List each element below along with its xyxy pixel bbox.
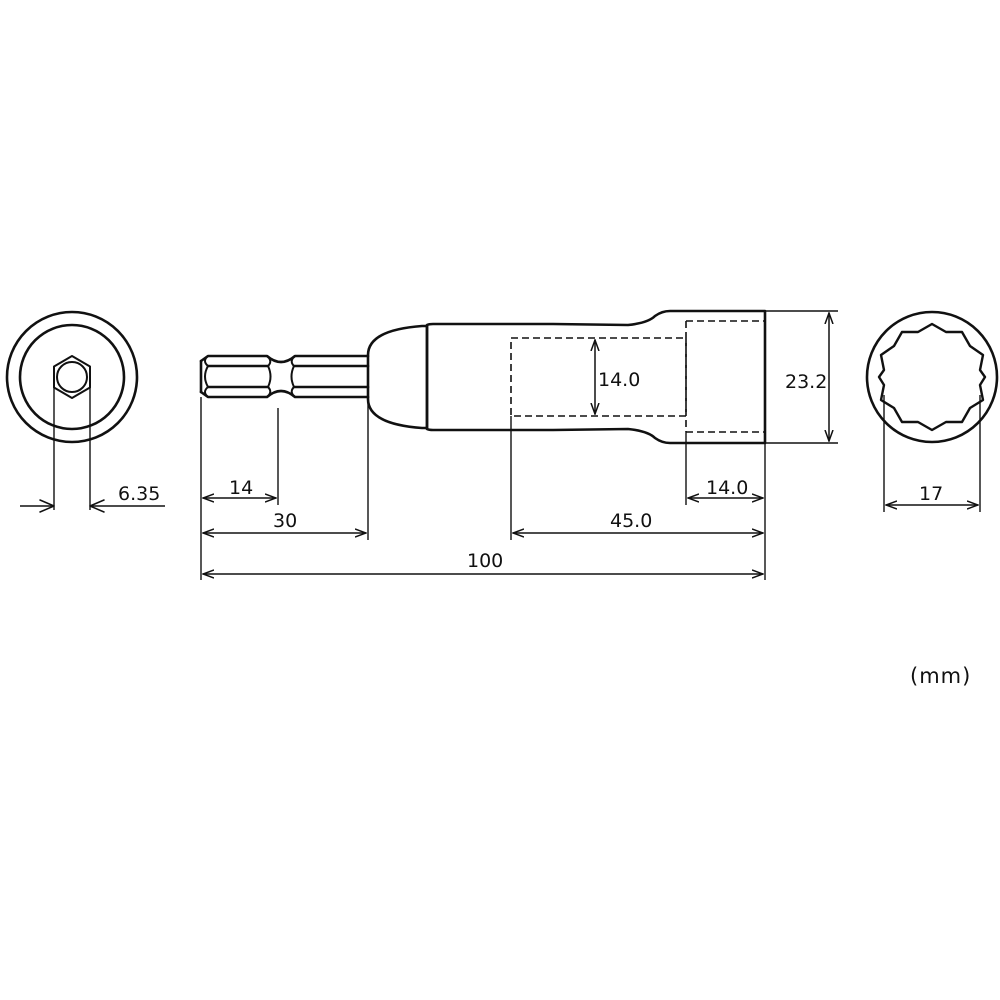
dim-bore-diameter: 14.0 [598, 369, 640, 391]
dim-socket-size: 17 [919, 483, 943, 505]
nose-cone [366, 324, 429, 430]
inner-circle [18, 323, 126, 431]
end-view-12pt-socket: 17 [865, 310, 999, 512]
end-view-hex-shank: 6.35 [5, 310, 165, 513]
socket-outer-circle [865, 310, 999, 444]
dim-overall-length: 100 [467, 550, 503, 572]
side-view: 14.0 23.2 14 30 14.0 45.0 100 [199, 309, 838, 580]
dim-shank-length: 30 [273, 510, 297, 532]
unit-label: (mm) [910, 664, 972, 688]
hex-outline [53, 355, 91, 399]
outer-circle [5, 310, 139, 444]
dim-tip-length: 14 [229, 477, 253, 499]
dim-socket-depth: 14.0 [706, 477, 748, 499]
socket-body [425, 309, 767, 445]
dim-hex-width: 6.35 [118, 483, 160, 505]
twelve-point-star [877, 322, 987, 432]
hex-bit-tip [199, 354, 370, 399]
hidden-socket-recess [685, 320, 765, 433]
dim-bore-depth: 45.0 [610, 510, 652, 532]
hex-inner-circle [56, 361, 88, 393]
dim-socket-od: 23.2 [785, 371, 827, 393]
